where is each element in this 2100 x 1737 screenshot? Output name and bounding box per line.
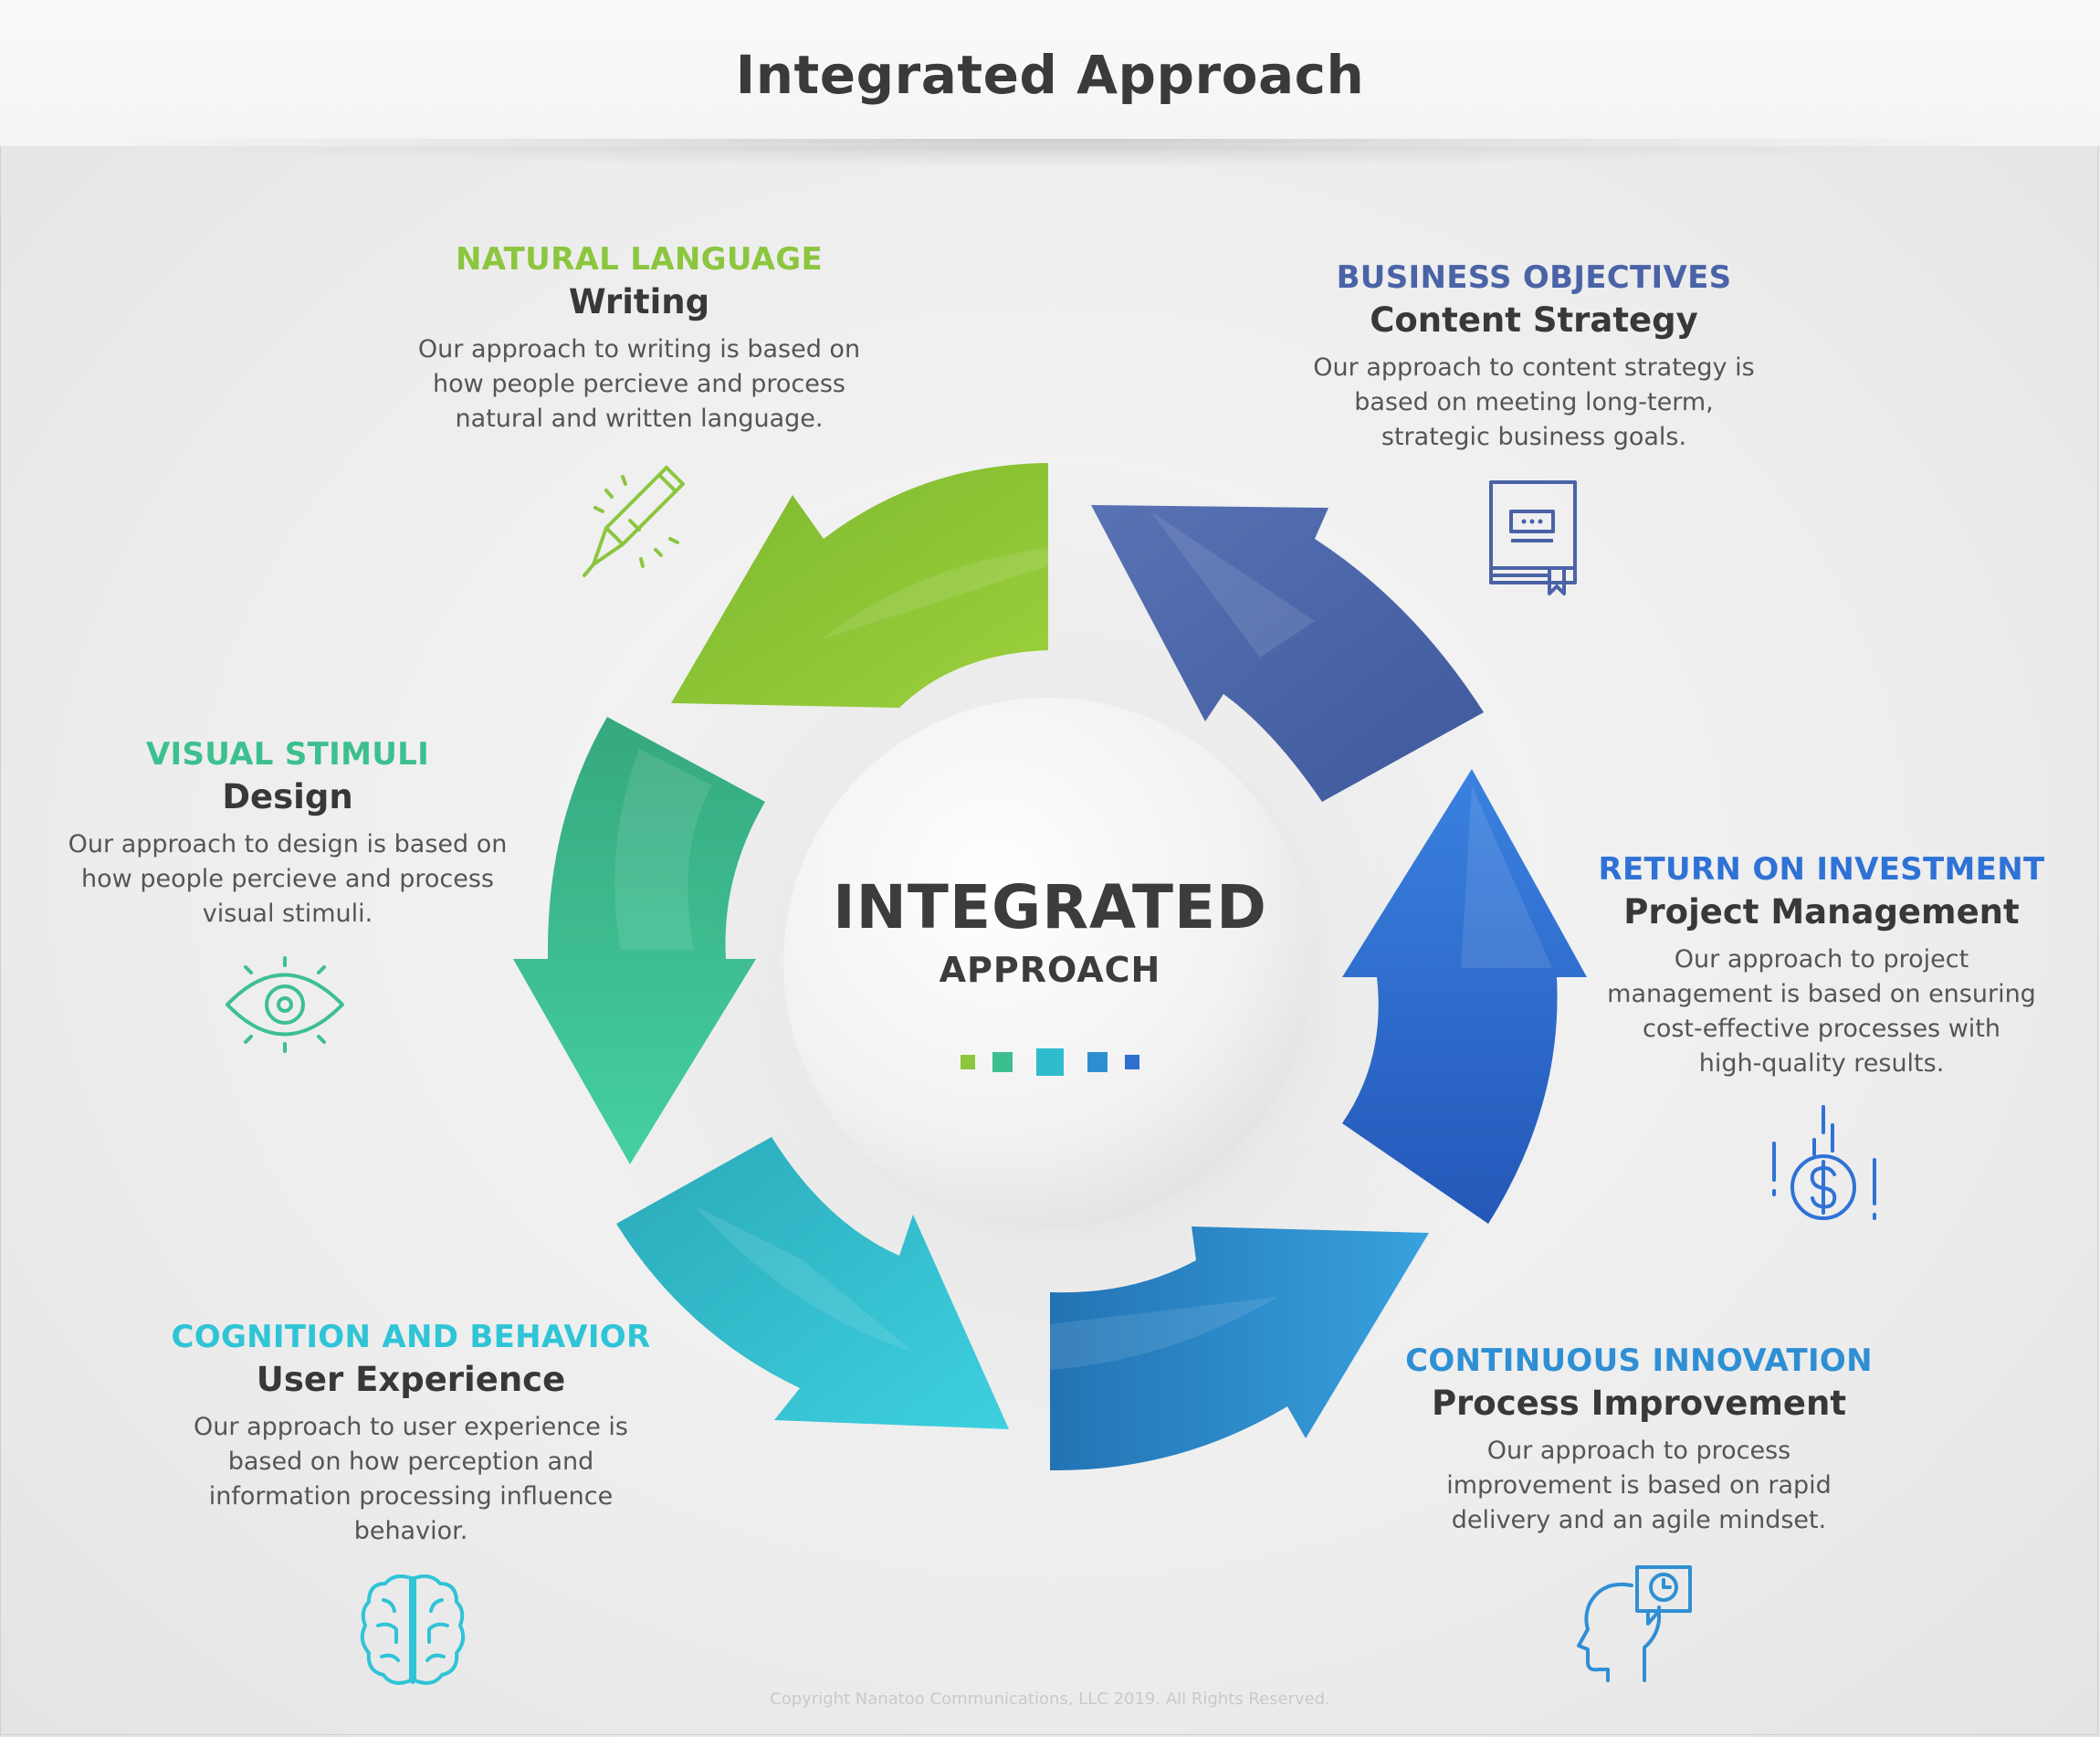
desc-line: visual stimuli. [202,900,373,928]
brain-icon [360,1574,466,1685]
segment-description: Our approach to process improvement is b… [1370,1434,1908,1538]
center-color-square [1125,1055,1139,1069]
segment-category: COGNITION AND BEHAVIOR [171,1319,651,1355]
desc-line: cost-effective processes with [1643,1015,2000,1043]
segment-name: Project Management [1623,892,2020,932]
head-clock-icon [1577,1565,1692,1682]
segment-description: Our approach to design is based on how p… [18,827,557,932]
desc-line: Our approach to content strategy is [1313,353,1755,382]
segment-name: Writing [568,282,710,321]
segment-content-strategy: BUSINESS OBJECTIVES Content Strategy Our… [1260,258,1808,455]
segment-user-experience: COGNITION AND BEHAVIOR User Experience O… [137,1317,685,1549]
segment-name: User Experience [256,1360,566,1399]
book-icon [1489,480,1577,595]
desc-line: improvement is based on rapid [1446,1471,1832,1500]
desc-line: Our approach to design is based on [68,830,508,858]
center-subtitle: APPROACH [939,950,1161,990]
center-color-square [1087,1052,1108,1072]
desc-line: how people percieve and process [433,370,845,398]
dollar-coin-icon [1772,1105,1876,1220]
arrow-process-improvement-highlight [1050,1297,1278,1370]
arrow-content-strategy [1091,505,1484,802]
arrow-user-experience [616,1137,1009,1429]
desc-line: Our approach to user experience is [194,1413,628,1441]
desc-line: Our approach to process [1486,1437,1791,1465]
header-band [0,0,2100,146]
segment-category: RETURN ON INVESTMENT [1598,851,2045,888]
arrow-writing-highlight [822,548,1048,639]
desc-line: strategic business goals. [1381,423,1687,451]
segment-category: CONTINUOUS INNOVATION [1405,1342,1873,1379]
segment-description: Our approach to user experience is based… [137,1410,685,1549]
center-circle [783,698,1313,1227]
page-title: Integrated Approach [735,44,1365,106]
center-title: INTEGRATED [833,872,1267,942]
arrow-project-management-highlight [1461,785,1552,968]
segment-process-improvement: CONTINUOUS INNOVATION Process Improvemen… [1370,1341,1908,1538]
desc-line: delivery and an agile mindset. [1451,1506,1827,1534]
header-shadow [119,139,1981,166]
copyright-text: Copyright Nanatoo Communications, LLC 20… [770,1690,1330,1709]
desc-line: high-quality results. [1698,1049,1945,1078]
desc-line: natural and written language. [455,405,824,433]
arrow-content-strategy-highlight [1150,511,1315,658]
desc-line: behavior. [353,1517,468,1545]
segment-description: Our approach to writing is based on how … [365,332,913,437]
arrow-writing [671,463,1048,708]
arrow-user-experience-highlight [694,1205,913,1352]
segment-design: VISUAL STIMULI Design Our approach to de… [18,734,557,932]
segment-category: BUSINESS OBJECTIVES [1336,259,1732,296]
arrow-project-management [1342,769,1587,1224]
segment-category: NATURAL LANGUAGE [455,241,824,278]
pen-icon [583,466,685,577]
desc-line: Our approach to project [1674,945,1969,974]
eye-icon [226,956,344,1053]
arrow-design-highlight [614,749,712,950]
segment-category: VISUAL STIMULI [145,736,430,773]
desc-line: information processing influence [208,1482,614,1511]
arrow-process-improvement [1050,1226,1429,1471]
center-color-square [992,1052,1013,1072]
desc-line: based on meeting long-term, [1354,388,1714,416]
center-color-square [1036,1048,1064,1076]
desc-line: based on how perception and [227,1448,594,1476]
desc-line: Our approach to writing is based on [417,335,861,363]
center-color-square [961,1055,975,1069]
desc-line: how people percieve and process [81,865,494,893]
segment-description: Our approach to content strategy is base… [1260,351,1808,455]
segment-writing: NATURAL LANGUAGE Writing Our approach to… [365,239,913,437]
segment-description: Our approach to project management is ba… [1552,942,2091,1081]
segment-project-management: RETURN ON INVESTMENT Project Management … [1552,849,2091,1081]
segment-name: Process Improvement [1431,1384,1847,1423]
segment-name: Design [222,777,353,816]
segment-name: Content Strategy [1370,300,1698,340]
arrow-design [513,717,765,1164]
desc-line: management is based on ensuring [1607,980,2036,1008]
